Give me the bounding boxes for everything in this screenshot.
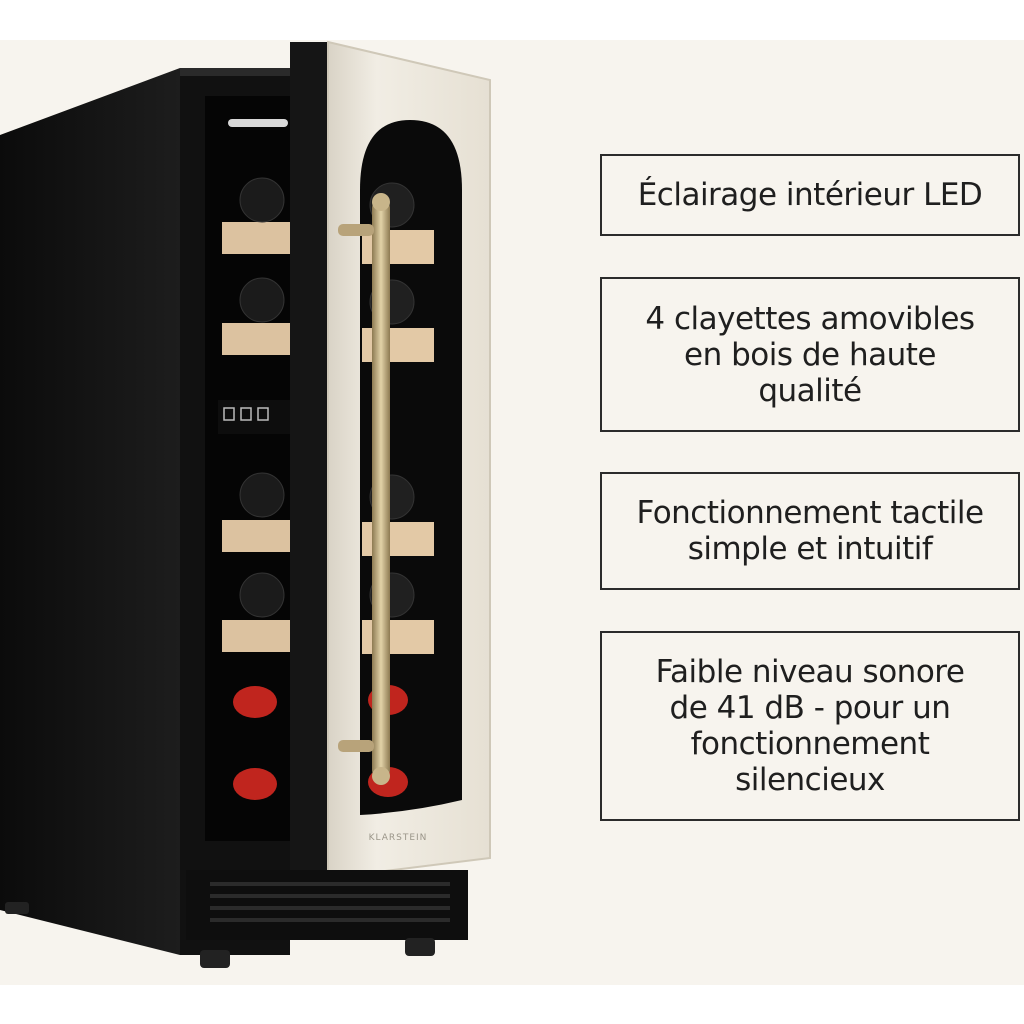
feature-text-noise-level: Faible niveau sonore de 41 dB - pour un … bbox=[655, 654, 965, 798]
door-handle bbox=[338, 193, 390, 785]
light-icon bbox=[240, 407, 252, 421]
vent-grille bbox=[186, 870, 468, 940]
feature-text-led: Éclairage intérieur LED bbox=[637, 177, 983, 213]
feature-text-shelves: 4 clayettes amovibles en bois de haute q… bbox=[645, 300, 975, 409]
cabinet-feet bbox=[5, 902, 435, 968]
brand-logo: KLARSTEIN bbox=[369, 833, 428, 843]
led-light bbox=[228, 119, 288, 127]
feature-text-touch-control: Fonctionnement tactile simple et intuiti… bbox=[636, 495, 984, 567]
temperature-icon bbox=[257, 407, 269, 421]
bottles-dark bbox=[239, 177, 285, 618]
wine-fridge-image: KLARSTEIN bbox=[0, 40, 560, 985]
control-panel bbox=[218, 400, 290, 434]
feature-box-touch-control: Fonctionnement tactile simple et intuiti… bbox=[600, 472, 1020, 590]
feature-box-noise-level: Faible niveau sonore de 41 dB - pour un … bbox=[600, 631, 1020, 821]
wooden-shelves bbox=[222, 222, 290, 652]
power-icon bbox=[223, 407, 235, 421]
canvas: KLARSTEIN Éclairage intérieur LED 4 clay… bbox=[0, 40, 1024, 985]
feature-box-shelves: 4 clayettes amovibles en bois de haute q… bbox=[600, 277, 1020, 432]
feature-box-led: Éclairage intérieur LED bbox=[600, 154, 1020, 236]
cabinet-side-panel bbox=[0, 68, 180, 955]
bottles-red bbox=[233, 686, 277, 800]
